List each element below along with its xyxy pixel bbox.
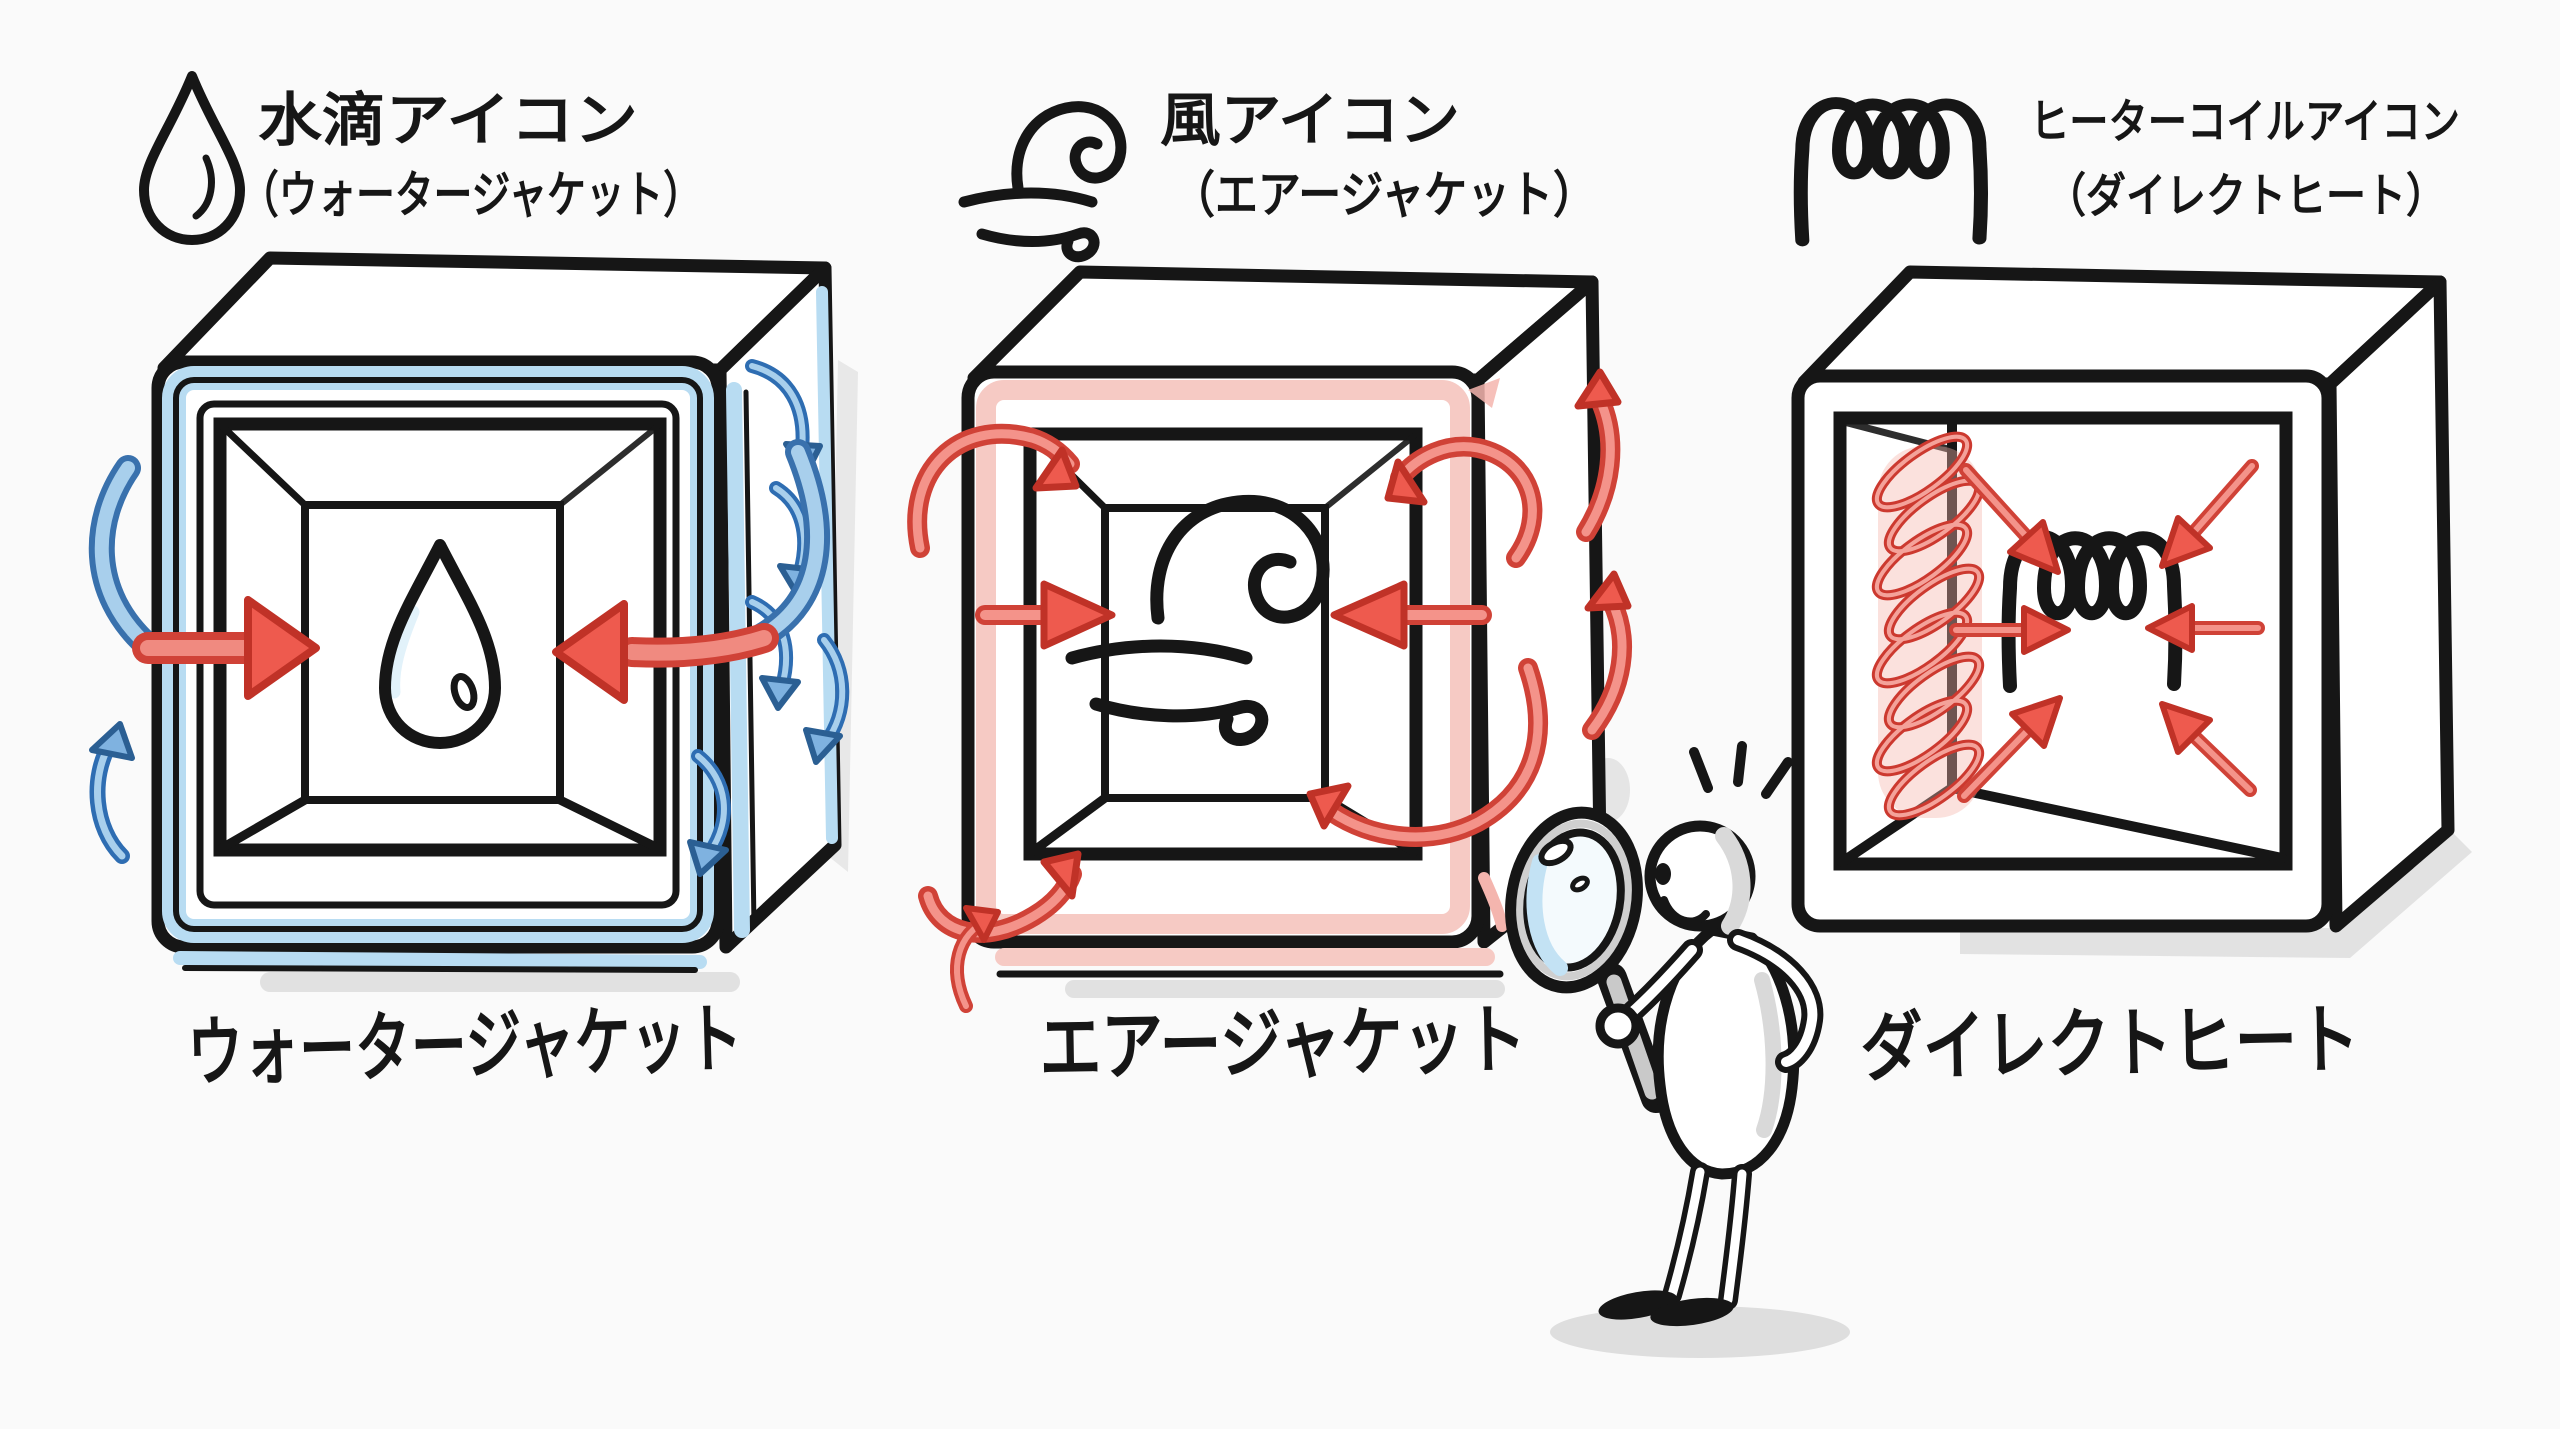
radiant-heat-arrows [1949, 459, 2265, 803]
pink-arrow-hint [1468, 378, 1500, 408]
direct-heat-header: ヒーターコイルアイコン （ダイレクトヒート） [1793, 95, 2460, 247]
pink-streak-bottom-right [1478, 872, 1508, 932]
panel-header-title: 水滴アイコン [258, 86, 638, 154]
figure-legs [1662, 1162, 1752, 1310]
heater-coil-icon [1793, 97, 1989, 247]
magnifying-glass-icon [1505, 806, 1671, 1113]
air-jacket-panel: 風アイコン （エアージャケット） [907, 86, 1632, 1092]
hot-air-arrows-left [907, 423, 1116, 1013]
air-circulation-arrows [907, 368, 1632, 1013]
panel-header-title: ヒーターコイルアイコン [2030, 95, 2460, 150]
figure-hand [1595, 1003, 1641, 1049]
figure-arm-right [1727, 929, 1824, 1073]
panel-caption: エアージャケット [1039, 995, 1527, 1092]
jacket-bottom-line [182, 965, 698, 973]
water-jacket-header: 水滴アイコン （ウォータージャケット） [139, 71, 702, 245]
wind-icon [958, 101, 1127, 263]
panel-header-subtitle: （ウォータージャケット） [240, 166, 702, 224]
jacket-bottom-band [173, 951, 707, 969]
water-drop-icon [379, 539, 501, 749]
observer-figure [1505, 741, 1850, 1358]
panel-header-title: 風アイコン [1160, 86, 1460, 154]
figure-eye [1655, 863, 1671, 885]
blue-return-arrow-left [89, 721, 135, 864]
air-jacket-lining [976, 380, 1470, 934]
jacket-bottom-band [995, 948, 1495, 966]
surprise-marks [1689, 741, 1793, 799]
figure-torso-shading [1754, 972, 1782, 1138]
water-circulation-arrows [88, 359, 850, 877]
panel-caption: ダイレクトヒート [1860, 995, 2360, 1093]
box-top-face [157, 251, 832, 377]
water-jacket-panel: 水滴アイコン （ウォータージャケット） [88, 71, 858, 1097]
air-jacket-header: 風アイコン （エアージャケット） [958, 86, 1596, 263]
radiant-heat-arrows-right [2145, 459, 2265, 797]
box-shadow [260, 972, 740, 992]
blue-inflow-arrow-left [88, 455, 320, 700]
hot-air-arrows-right [1306, 368, 1632, 847]
water-drop-icon [139, 71, 245, 245]
panel-caption: ウォータージャケット [186, 994, 743, 1097]
box-shadow [1065, 980, 1505, 998]
panel-header-subtitle: （エアージャケット） [1172, 166, 1596, 224]
radiant-heat-arrows-left [1949, 463, 2071, 803]
figure-foot [1650, 1297, 1734, 1327]
heater-coil-red [1871, 431, 1985, 821]
box-right-face [2323, 275, 2455, 933]
box-opening [1023, 427, 1423, 861]
figure-arm-left [1619, 939, 1703, 1025]
wind-icon [1065, 494, 1330, 747]
figure-head [1644, 820, 1756, 935]
air-jacket-box [961, 265, 1630, 998]
direct-heat-panel: ヒーターコイルアイコン （ダイレクトヒート） [1791, 95, 2472, 1093]
figure-mouth [1660, 896, 1710, 926]
blue-inflow-arrow-right [552, 439, 831, 704]
panel-header-subtitle: （ダイレクトヒート） [2046, 169, 2446, 224]
direct-heat-box [1791, 265, 2472, 958]
